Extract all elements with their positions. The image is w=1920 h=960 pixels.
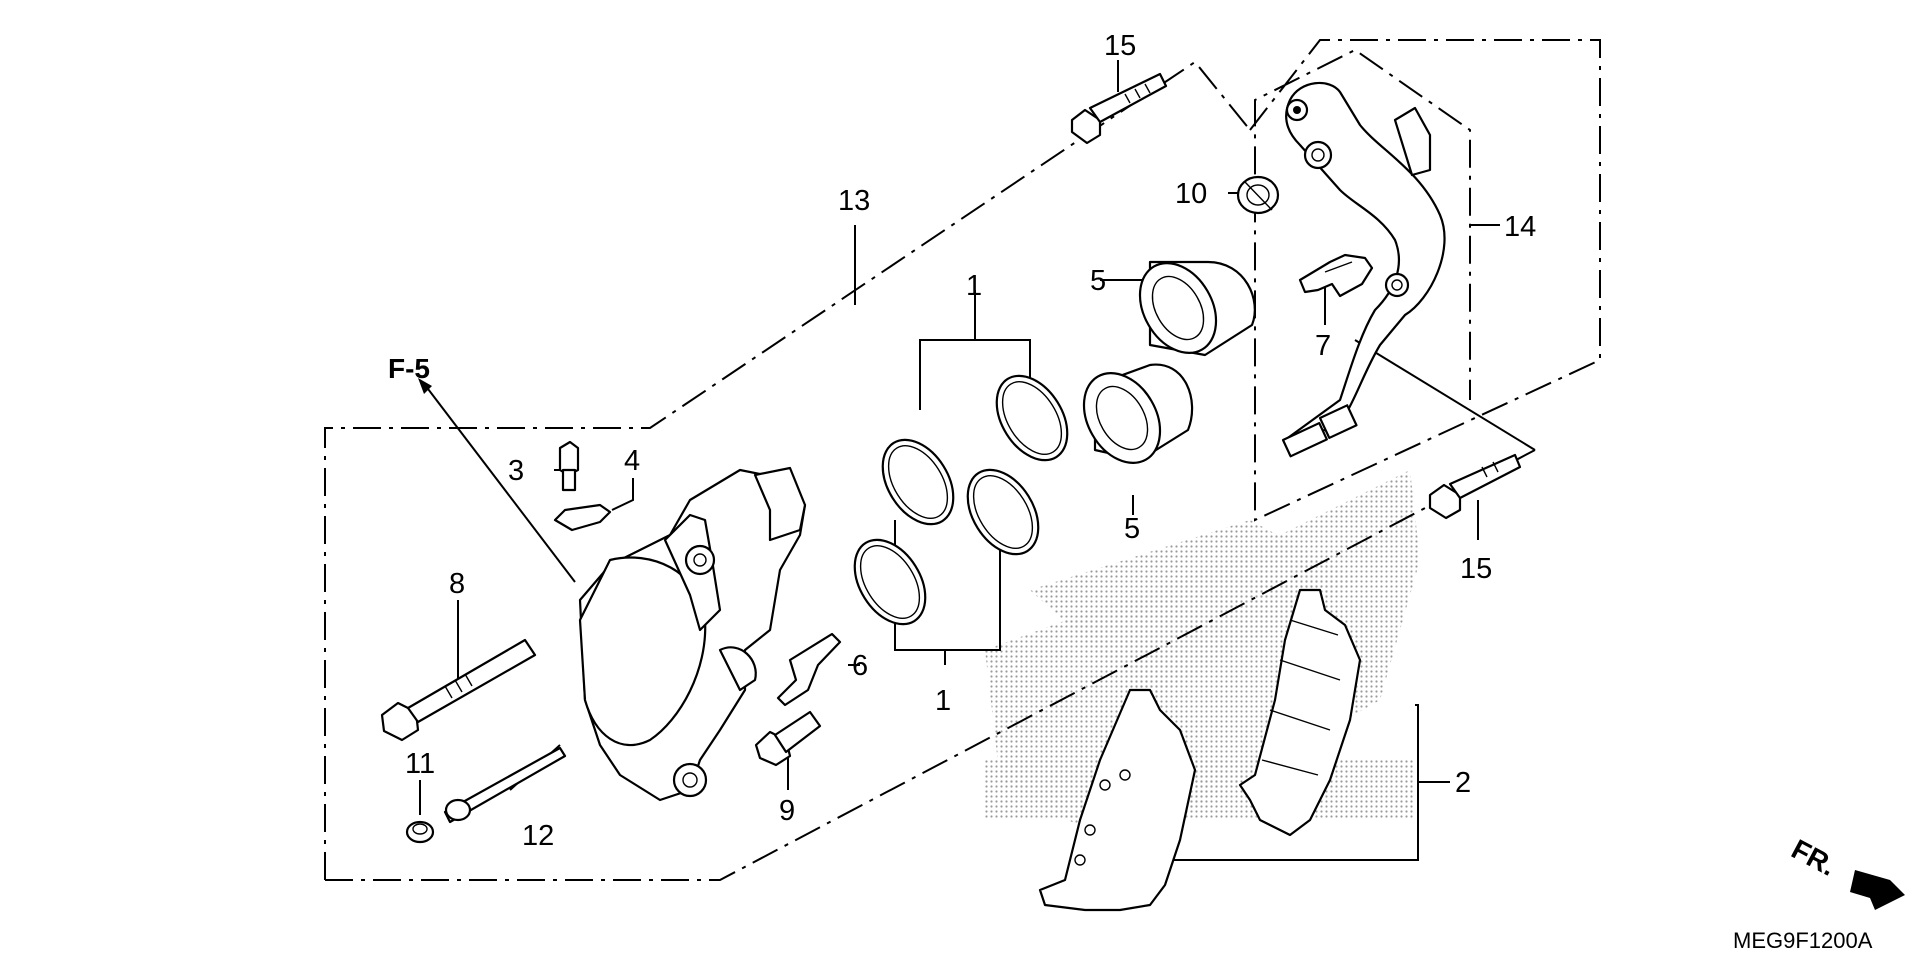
label-6: 6 [852,650,868,682]
caliper-bracket-14 [1281,81,1446,458]
label-10: 10 [1175,178,1207,210]
label-1-top: 1 [966,270,982,302]
label-11: 11 [405,748,435,780]
piston-5-upper [1138,260,1256,357]
bleeder-nut-10 [1236,175,1280,215]
label-5-bottom: 5 [1124,513,1140,545]
bolt-15-bottom [1428,453,1522,520]
bolt-15-top [1070,72,1168,145]
brake-pad-2-rear [1238,588,1362,837]
pad-pin-8 [380,638,537,742]
reference-f5: F-5 [388,353,430,384]
piston-5-lower [1082,363,1194,465]
label-15-bottom: 15 [1460,553,1492,585]
label-8: 8 [449,568,465,600]
retainer-clip-6 [776,632,842,707]
label-12: 12 [522,820,554,852]
front-label: FR. [1787,833,1841,882]
piston-seal-set-1-upper [881,374,1069,526]
drawing-code: MEG9F1200A [1733,928,1873,953]
label-9: 9 [779,795,795,827]
caliper-body [578,466,807,802]
watermark-dot-screen [985,470,1420,850]
leader-lines [418,60,1536,861]
label-1-bottom: 1 [935,685,951,717]
label-4: 4 [624,445,640,477]
label-14: 14 [1504,211,1536,243]
pin-plug-11 [405,820,435,844]
piston-seal-set-1-lower [853,468,1040,626]
front-direction-arrow: FR. [1787,833,1905,910]
assembly-14-boundary [1249,39,1601,522]
pad-spring-7 [1298,253,1374,298]
label-2: 2 [1455,767,1471,799]
bolt-9 [754,710,822,767]
label-7: 7 [1315,330,1331,362]
pin-12 [443,746,567,824]
label-3: 3 [508,455,524,487]
assembly-13-boundary-lower [325,449,1536,881]
label-15-top: 15 [1104,30,1136,62]
bleeder-screw-3 [558,440,580,492]
label-13: 13 [838,185,870,217]
label-5-top: 5 [1090,265,1106,297]
brake-pad-2-front [1038,688,1197,912]
assembly-13-boundary [324,60,1251,880]
bleeder-cap-4 [553,503,612,532]
